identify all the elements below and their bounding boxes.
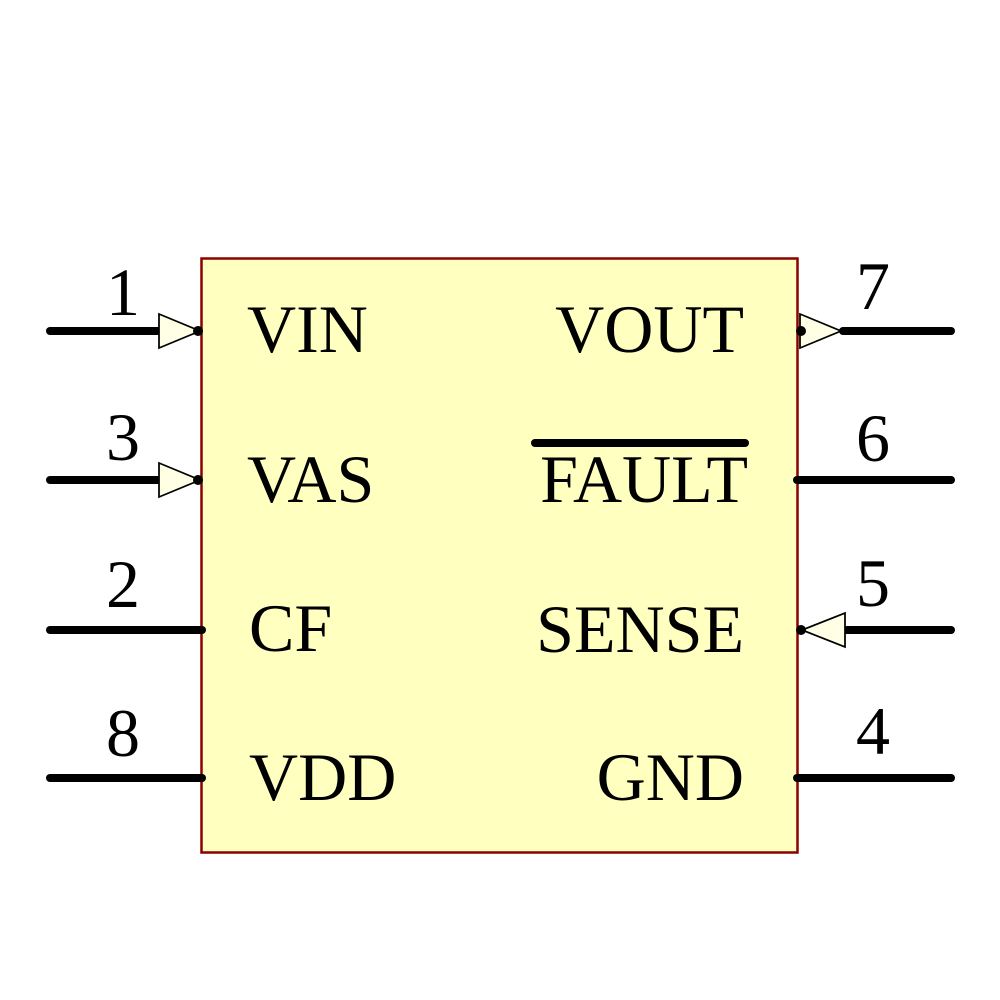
pin-5-number: 5 xyxy=(856,545,890,621)
pin-4-gnd[interactable]: 4 xyxy=(793,693,955,782)
pin-5-sense[interactable]: 5 xyxy=(796,545,955,649)
output-arrow-icon xyxy=(799,312,844,350)
pin-label-cf: CF xyxy=(249,590,332,666)
pin-2-cf[interactable]: 2 xyxy=(46,546,206,634)
pin-7-vout[interactable]: 7 xyxy=(796,248,955,350)
pin-label-fault: FAULT xyxy=(540,441,748,517)
pin-connection-dot xyxy=(796,625,806,635)
input-arrow-icon xyxy=(799,611,846,649)
pin-1-number: 1 xyxy=(106,254,140,330)
pin-6-fault[interactable]: 6 xyxy=(793,400,955,484)
pin-connection-dot xyxy=(796,326,806,336)
pin-6-number: 6 xyxy=(856,400,890,476)
pin-3-number: 3 xyxy=(106,399,140,475)
pin-8-vdd[interactable]: 8 xyxy=(46,695,206,782)
pin-7-number: 7 xyxy=(856,248,890,324)
pin-4-number: 4 xyxy=(856,693,890,769)
pin-2-number: 2 xyxy=(106,546,140,622)
input-arrow-icon xyxy=(158,312,203,350)
pin-label-sense: SENSE xyxy=(536,591,744,667)
pin-label-vin: VIN xyxy=(247,291,368,367)
pin-label-vdd: VDD xyxy=(249,739,396,815)
pin-connection-dot xyxy=(193,326,203,336)
pin-3-vas[interactable]: 3 xyxy=(46,399,203,499)
pin-1-vin[interactable]: 1 xyxy=(46,254,203,350)
pin-8-number: 8 xyxy=(106,695,140,771)
component-body[interactable] xyxy=(200,257,799,854)
pin-label-vout: VOUT xyxy=(555,291,744,367)
pin-label-vas: VAS xyxy=(247,441,374,517)
pin-connection-dot xyxy=(193,475,203,485)
pin-label-gnd: GND xyxy=(597,739,744,815)
input-arrow-icon xyxy=(158,461,203,499)
